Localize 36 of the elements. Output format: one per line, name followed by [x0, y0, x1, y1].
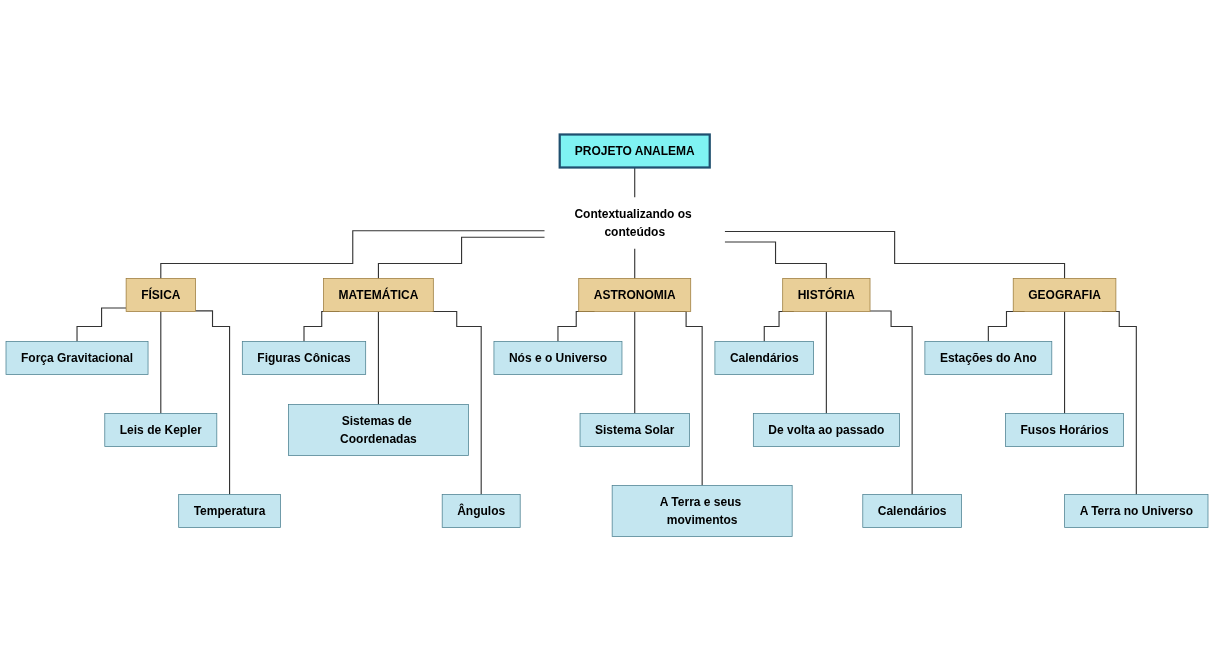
node-box: De volta ao passado: [752, 413, 900, 447]
connector: [724, 241, 827, 280]
node-box: Calendários: [862, 494, 962, 528]
connector: [869, 310, 913, 496]
node-box: A Terra no Universo: [1064, 494, 1209, 528]
node-box: A Terra e seus movimentos: [611, 485, 793, 537]
connector: [160, 230, 546, 280]
node-box: Calendários: [714, 341, 814, 375]
connector: [160, 310, 162, 415]
connector: [634, 310, 636, 415]
connector: [76, 307, 127, 343]
node-box: PROJETO ANALEMA: [558, 133, 711, 169]
node-text: Contextualizando os conteúdos: [574, 207, 692, 238]
node-box: Sistemas de Coordenadas: [288, 404, 469, 456]
node-box: ASTRONOMIA: [578, 278, 692, 312]
node-box: MATEMÁTICA: [323, 278, 434, 312]
node-box: Leis de Kepler: [104, 413, 218, 447]
connector: [377, 310, 379, 406]
connector: [634, 247, 636, 280]
connector: [1064, 310, 1066, 415]
connector: [431, 310, 482, 496]
node-box: FÍSICA: [125, 278, 196, 312]
node-box: HISTÓRIA: [782, 278, 871, 312]
node-box: Força Gravitacional: [5, 341, 149, 375]
node-box: Temperatura: [178, 494, 281, 528]
node-box: Estações do Ano: [924, 341, 1053, 375]
connector: [377, 236, 546, 280]
node-box: GEOGRAFIA: [1012, 278, 1117, 312]
node-box: Sistema Solar: [579, 413, 690, 447]
connector: [724, 230, 1066, 280]
node-box: Figuras Cônicas: [241, 341, 367, 375]
connector: [825, 310, 827, 415]
node-box: Fusos Horários: [1005, 413, 1124, 447]
node-box: Ângulos: [441, 494, 521, 528]
connector: [194, 310, 231, 496]
node-box: Nós e o Universo: [493, 341, 623, 375]
